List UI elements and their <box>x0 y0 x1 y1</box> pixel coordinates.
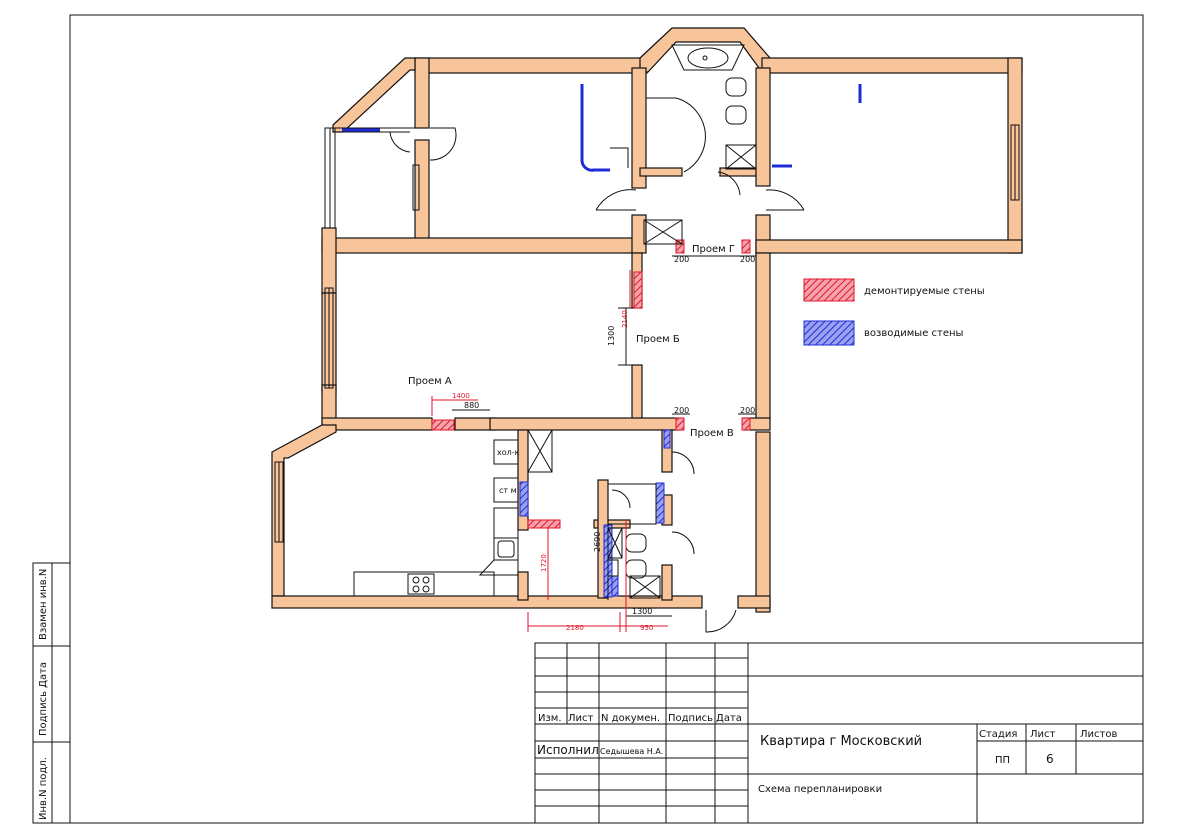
dim-1300-b: 1300 <box>607 326 616 346</box>
opening-b-label: Проем Б <box>636 334 680 345</box>
col-sign: Подпись <box>668 713 713 724</box>
opening-v-label: Проем В <box>690 428 734 439</box>
dim-880: 880 <box>464 401 479 410</box>
opening-g-label: Проем Г <box>692 244 735 255</box>
col-doc: N докумен. <box>601 713 660 724</box>
sheet-label: Лист <box>1030 729 1056 740</box>
dim-950: 950 <box>640 624 653 632</box>
dim-1400: 1400 <box>452 392 470 400</box>
windows <box>274 124 1020 543</box>
sheet-title: Схема перепланировки <box>758 784 882 795</box>
col-izm: Изм. <box>538 713 562 724</box>
dim-200-g-left: 200 <box>674 255 689 264</box>
dim-200-g-right: 200 <box>740 255 755 264</box>
title-block <box>534 642 1144 824</box>
dim-2180: 2180 <box>566 624 584 632</box>
project-title: Квартира г Московский <box>760 734 922 749</box>
sheet-number: 6 <box>1046 752 1054 766</box>
legend-demolished-label: демонтируемые стены <box>864 286 985 297</box>
dimension-lines <box>431 255 756 632</box>
dim-1720: 1720 <box>540 554 548 572</box>
dim-2140: 2140 <box>621 310 629 328</box>
performed-label: Исполнил <box>537 743 599 757</box>
legend-erected-label: возводимые стены <box>864 328 963 339</box>
dim-200-v-right: 200 <box>740 406 755 415</box>
dim-200-v-left: 200 <box>674 406 689 415</box>
fridge-label: хол-к <box>497 448 520 457</box>
opening-a-label: Проем А <box>408 376 452 387</box>
walls <box>271 27 1023 613</box>
washer-label: ст м <box>499 486 517 495</box>
col-list: Лист <box>568 713 594 724</box>
col-date: Дата <box>716 713 742 724</box>
doors <box>389 97 805 633</box>
performer-name: Седышева Н.А. <box>600 747 663 756</box>
stamp-replace: Взамен инв.N <box>38 569 49 640</box>
stamp-inv-orig: Инв.N подл. <box>38 757 49 820</box>
legend-erected-swatch <box>803 320 855 346</box>
stamp-sign-date: Подпись Дата <box>38 662 49 736</box>
sheets-label: Листов <box>1080 729 1117 740</box>
dim-2690: 2690 <box>593 532 602 552</box>
legend-demolished-swatch <box>803 278 855 302</box>
demolished-walls <box>431 239 751 529</box>
dim-1300-bottom: 1300 <box>632 607 652 616</box>
side-stamp <box>32 562 71 824</box>
fixtures <box>353 44 757 599</box>
stage-value: ПП <box>995 755 1010 766</box>
stage-label: Стадия <box>979 729 1017 740</box>
